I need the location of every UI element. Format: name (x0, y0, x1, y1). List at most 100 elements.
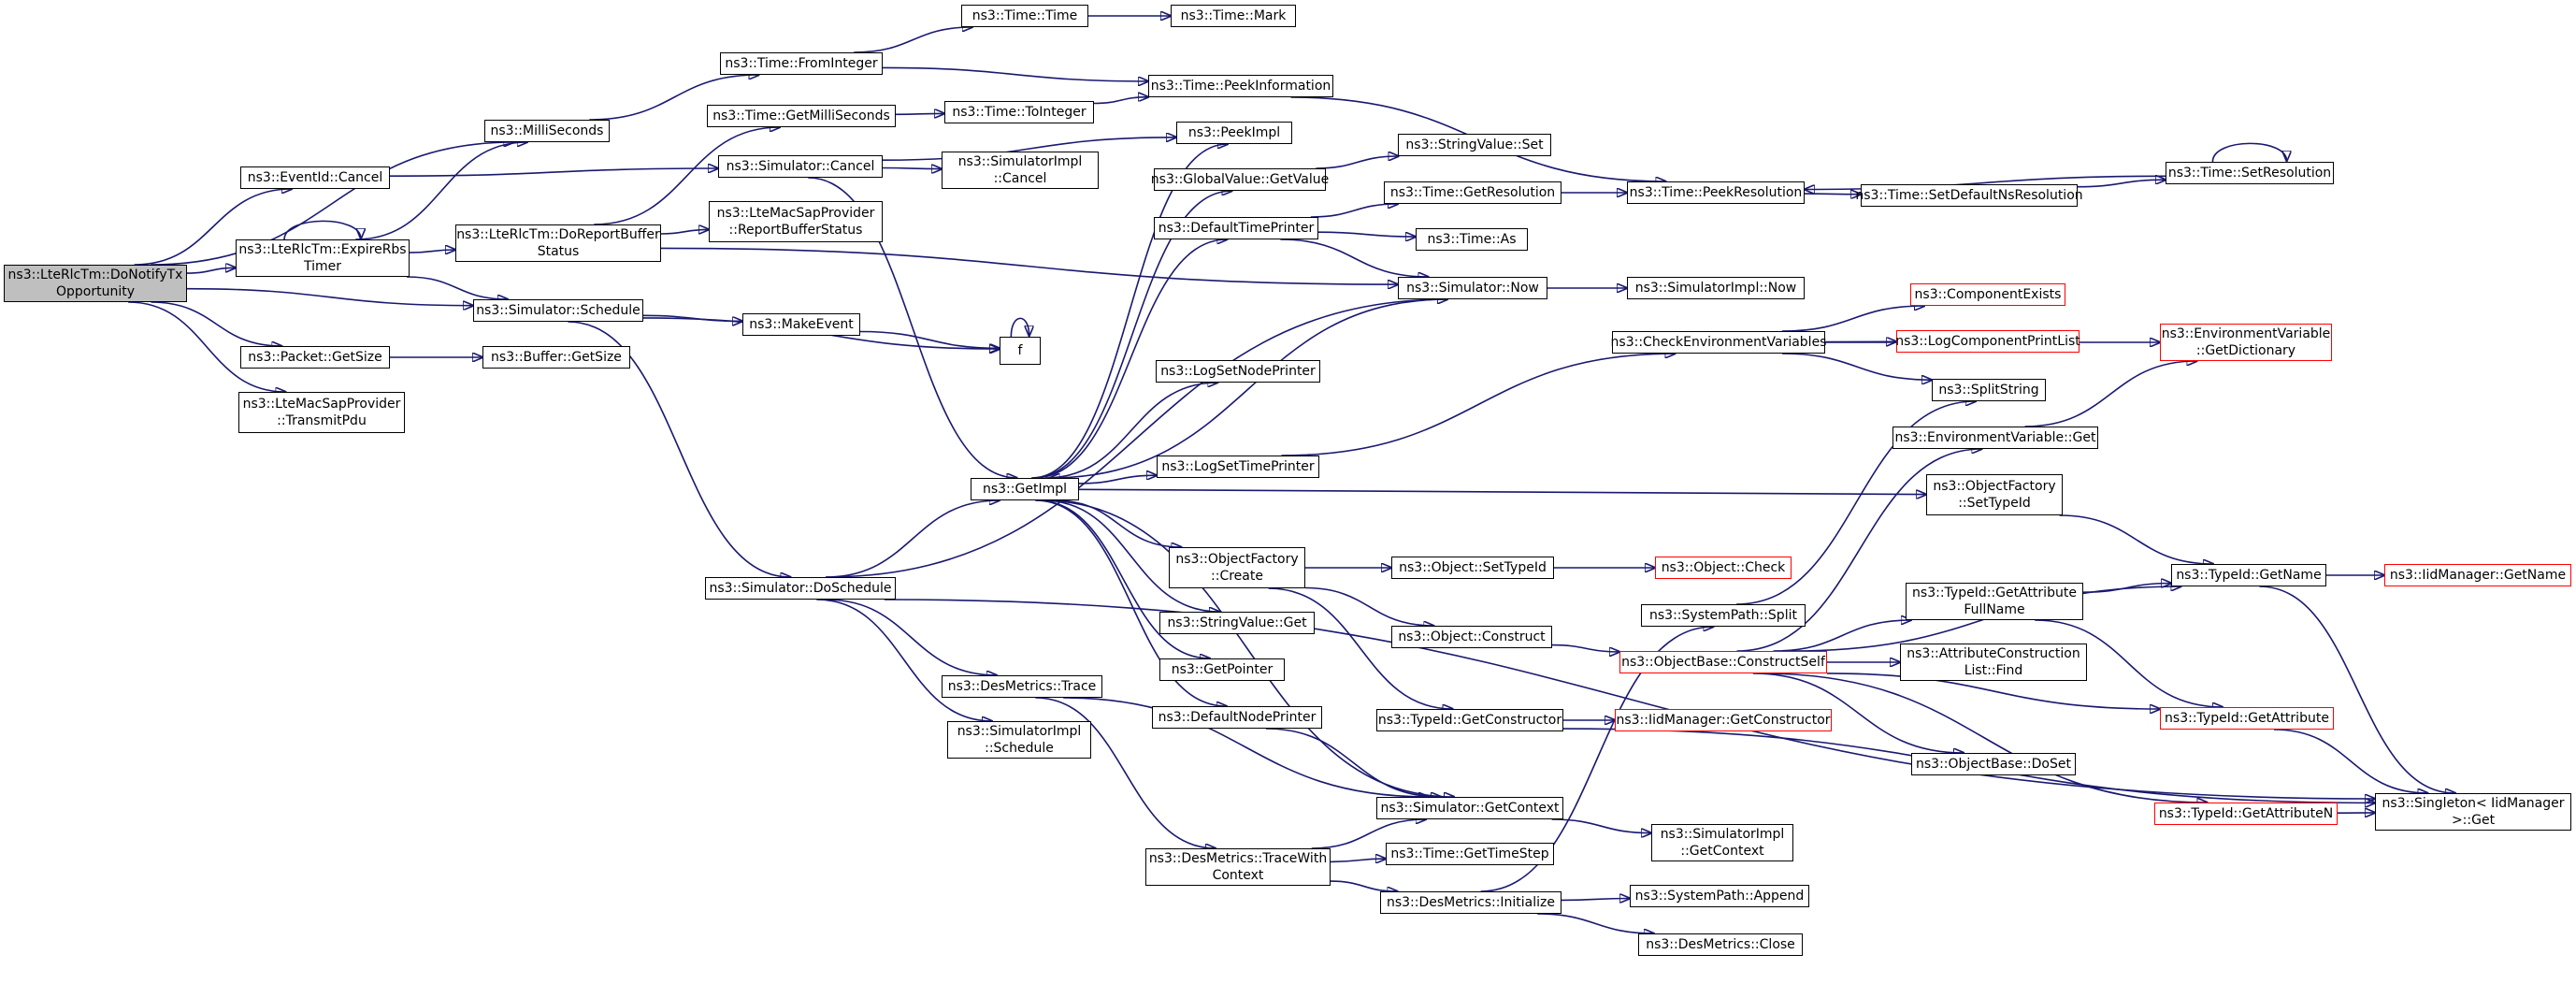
node-lognode[interactable]: ns3::LogSetNodePrinter (1156, 360, 1320, 383)
node-timeas[interactable]: ns3::Time::As (1416, 228, 1528, 251)
node-toint[interactable]: ns3::Time::ToInteger (944, 101, 1094, 123)
edge-tidgetattrfull-to-tidgetname (2082, 584, 2171, 593)
node-destrace[interactable]: ns3::DesMetrics::Trace (942, 675, 1102, 698)
node-implcancel[interactable]: ns3::SimulatorImpl::Cancel (942, 152, 1099, 189)
edge-deftime-to-getres (1310, 204, 1398, 218)
edge-checkenv-to-compexists (1781, 306, 1924, 332)
edge-tidgetattr-to-singleton (2273, 729, 2428, 793)
node-f[interactable]: f (1000, 337, 1041, 365)
node-svset[interactable]: ns3::StringValue::Set (1398, 134, 1551, 156)
node-eventcancel[interactable]: ns3::EventId::Cancel (240, 166, 390, 189)
node-peekinfo[interactable]: ns3::Time::PeekInformation (1148, 75, 1333, 97)
node-setres[interactable]: ns3::Time::SetResolution (2166, 162, 2334, 184)
node-syspathappend[interactable]: ns3::SystemPath::Append (1630, 885, 1809, 907)
edge-desinit-to-syspathappend (1561, 899, 1630, 901)
edge-deftime-to-timeas (1317, 231, 1416, 237)
edge-defnode-to-simgetctx (1265, 728, 1441, 797)
node-setdefres[interactable]: ns3::Time::SetDefaultNsResolution (1855, 184, 2083, 207)
node-objbaseconstruct[interactable]: ns3::ObjectBase::ConstructSelf (1619, 651, 1827, 673)
edge-getimpl-to-gvget (1032, 191, 1231, 479)
node-bufsize[interactable]: ns3::Buffer::GetSize (482, 346, 630, 369)
node-logcomplist[interactable]: ns3::LogComponentPrintList (1895, 330, 2080, 353)
node-getms[interactable]: ns3::Time::GetMilliSeconds (707, 105, 896, 127)
edge-fromint-to-peekinfo (882, 66, 1148, 81)
node-getres[interactable]: ns3::Time::GetResolution (1384, 181, 1561, 204)
node-tidgetctor[interactable]: ns3::TypeId::GetConstructor (1376, 709, 1563, 731)
node-tidgetname[interactable]: ns3::TypeId::GetName (2171, 564, 2326, 586)
node-tidgetattrn[interactable]: ns3::TypeId::GetAttributeN (2154, 803, 2338, 825)
edge-doreport-to-simnow (660, 247, 1398, 284)
node-implnow[interactable]: ns3::SimulatorImpl::Now (1627, 277, 1805, 299)
node-objbasedoset[interactable]: ns3::ObjectBase::DoSet (1911, 753, 2076, 775)
node-desinit[interactable]: ns3::DesMetrics::Initialize (1380, 891, 1561, 914)
node-getpointer[interactable]: ns3::GetPointer (1159, 658, 1285, 681)
node-getimpl[interactable]: ns3::GetImpl (971, 478, 1079, 500)
node-iidgetname[interactable]: ns3::IidManager::GetName (2384, 564, 2571, 586)
node-peekimpl[interactable]: ns3::PeekImpl (1176, 122, 1292, 144)
node-svget[interactable]: ns3::StringValue::Get (1159, 612, 1315, 634)
node-simgetctx[interactable]: ns3::Simulator::GetContext (1376, 797, 1563, 819)
node-gettimestep[interactable]: ns3::Time::GetTimeStep (1386, 843, 1554, 865)
edge-root-to-millisec (151, 142, 513, 266)
node-objfcreate[interactable]: ns3::ObjectFactory::Create (1169, 547, 1305, 588)
edge-root-to-schedule (186, 287, 473, 306)
node-peekres[interactable]: ns3::Time::PeekResolution (1627, 181, 1805, 204)
node-implgetctx[interactable]: ns3::SimulatorImpl::GetContext (1651, 824, 1793, 861)
edge-logtime-to-checkenv (1281, 354, 1675, 456)
node-millisec[interactable]: ns3::MilliSeconds (484, 120, 610, 142)
node-reportbuf[interactable]: ns3::LteMacSapProvider::ReportBufferStat… (709, 201, 883, 242)
edge-getimpl-to-svget (1042, 499, 1219, 612)
node-simcancel[interactable]: ns3::Simulator::Cancel (718, 155, 883, 178)
edge-getimpl-to-getpointer (1037, 499, 1210, 658)
edge-desinit-to-syspathsplit (1480, 627, 1714, 892)
edge-doschedule-to-implschedule (816, 599, 992, 721)
edge-peekres-to-setdefres (1804, 194, 1861, 195)
edge-simgetctx-to-implgetctx (1551, 818, 1651, 833)
node-schedule[interactable]: ns3::Simulator::Schedule (473, 299, 643, 322)
node-defnode[interactable]: ns3::DefaultNodePrinter (1152, 706, 1322, 729)
edge-checkenv-to-splitstring (1781, 353, 1932, 380)
node-objconstruct[interactable]: ns3::Object::Construct (1391, 626, 1552, 648)
edge-getimpl-to-defnode (1035, 499, 1227, 706)
node-compexists[interactable]: ns3::ComponentExists (1910, 283, 2065, 306)
node-gvget[interactable]: ns3::GlobalValue::GetValue (1151, 168, 1329, 191)
node-envget[interactable]: ns3::EnvironmentVariable::Get (1892, 427, 2098, 449)
node-fromint[interactable]: ns3::Time::FromInteger (720, 52, 883, 75)
node-objcheck[interactable]: ns3::Object::Check (1655, 557, 1792, 579)
edge-simcancel-to-getimpl (808, 177, 1016, 478)
node-checkenv[interactable]: ns3::CheckEnvironmentVariables (1611, 331, 1826, 354)
node-envdict[interactable]: ns3::EnvironmentVariable::GetDictionary (2160, 324, 2332, 361)
node-splitstring[interactable]: ns3::SplitString (1932, 379, 2046, 401)
node-iidgetctor[interactable]: ns3::IidManager::GetConstructor (1615, 709, 1832, 731)
edge-root-to-expire (186, 268, 236, 274)
node-implschedule[interactable]: ns3::SimulatorImpl::Schedule (947, 721, 1091, 759)
node-timemark[interactable]: ns3::Time::Mark (1171, 5, 1296, 27)
edge-deftime-to-simnow (1280, 239, 1428, 277)
edge-doschedule-to-singleton (884, 599, 2375, 799)
node-singleton[interactable]: ns3::Singleton< IidManager>::Get (2375, 793, 2571, 831)
node-timetime[interactable]: ns3::Time::Time (961, 5, 1088, 27)
edge-getimpl-to-logtime (1078, 475, 1157, 485)
node-doschedule[interactable]: ns3::Simulator::DoSchedule (705, 577, 896, 600)
edge-objbaseconstruct-to-tidgetattrn (1762, 673, 2207, 803)
edge-getimpl-to-lognode (1044, 383, 1218, 479)
node-pktsize[interactable]: ns3::Packet::GetSize (240, 346, 390, 369)
node-logtime[interactable]: ns3::LogSetTimePrinter (1157, 456, 1319, 478)
node-objfsettype[interactable]: ns3::ObjectFactory::SetTypeId (1926, 474, 2063, 515)
node-makeevent[interactable]: ns3::MakeEvent (742, 313, 860, 336)
node-simnow[interactable]: ns3::Simulator::Now (1398, 277, 1547, 299)
node-desclose[interactable]: ns3::DesMetrics::Close (1638, 933, 1803, 956)
node-transmit[interactable]: ns3::LteMacSapProvider::TransmitPdu (238, 392, 405, 433)
node-deftime[interactable]: ns3::DefaultTimePrinter (1154, 217, 1318, 239)
edge-objbaseconstruct-to-tidgetattr (1826, 673, 2160, 709)
node-tidgetattr[interactable]: ns3::TypeId::GetAttribute (2160, 707, 2334, 730)
edge-simnow-to-getimpl (1050, 298, 1448, 478)
node-syspathsplit[interactable]: ns3::SystemPath::Split (1641, 604, 1806, 627)
node-objsettype[interactable]: ns3::Object::SetTypeId (1391, 557, 1554, 579)
